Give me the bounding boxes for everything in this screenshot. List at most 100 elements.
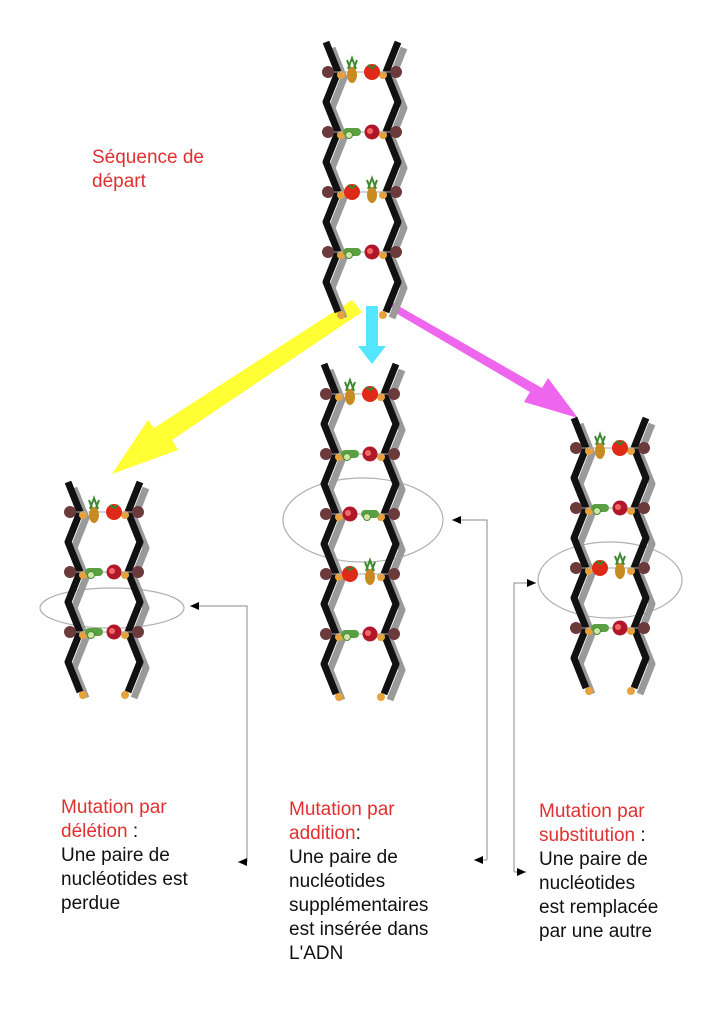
pomegranate-icon bbox=[362, 626, 378, 642]
phosphate-bead bbox=[585, 447, 593, 455]
phosphate-bead bbox=[335, 393, 343, 401]
base-anchor bbox=[132, 566, 144, 578]
phosphate-bead bbox=[79, 631, 87, 639]
pineapple-icon bbox=[344, 377, 356, 405]
phosphate-bead bbox=[379, 131, 387, 139]
phosphate-bead bbox=[377, 573, 385, 581]
phosphate-bead bbox=[377, 453, 385, 461]
substitution-caption: Mutation par substitution : Une paire de… bbox=[539, 776, 658, 968]
left-strand bbox=[322, 40, 342, 314]
base-anchor bbox=[132, 506, 144, 518]
left-strand bbox=[64, 480, 84, 694]
phosphate-bead bbox=[335, 513, 343, 521]
phosphate-bead bbox=[627, 447, 635, 455]
addition-title: Mutation par addition bbox=[289, 799, 395, 844]
pineapple-icon bbox=[614, 551, 626, 579]
base-anchor bbox=[388, 568, 400, 580]
phosphate-bead bbox=[337, 251, 345, 259]
deletion-description: Une paire de nucléotides est perdue bbox=[61, 845, 188, 914]
cucumber-icon bbox=[343, 128, 361, 139]
left-strand bbox=[320, 362, 340, 696]
right-strand bbox=[382, 40, 402, 314]
deletion-title: Mutation par délétion bbox=[61, 797, 167, 842]
base-anchor bbox=[570, 502, 582, 514]
phosphate-bead bbox=[337, 71, 345, 79]
base-anchor bbox=[390, 66, 402, 78]
phosphate-bead bbox=[379, 311, 387, 319]
pomegranate-icon bbox=[342, 506, 358, 522]
addition-caption: Mutation par addition: Une paire de nucl… bbox=[289, 774, 428, 990]
cucumber-icon bbox=[85, 568, 103, 579]
phosphate-bead bbox=[337, 311, 345, 319]
base-anchor bbox=[390, 126, 402, 138]
pomegranate-icon bbox=[612, 620, 628, 636]
base-anchor bbox=[322, 66, 334, 78]
addition-connector bbox=[452, 516, 488, 864]
base-anchor bbox=[322, 246, 334, 258]
right-strand bbox=[124, 480, 144, 694]
phosphate-bead bbox=[335, 573, 343, 581]
phosphate-bead bbox=[337, 191, 345, 199]
addition-arrow bbox=[358, 306, 386, 364]
original-dna-helix bbox=[322, 40, 408, 320]
base-anchor bbox=[322, 186, 334, 198]
start-sequence-label: Séquence de départ bbox=[92, 147, 204, 192]
tomato-icon bbox=[106, 504, 122, 520]
base-anchor bbox=[320, 568, 332, 580]
base-anchor bbox=[388, 508, 400, 520]
pomegranate-icon bbox=[364, 124, 380, 140]
tomato-icon bbox=[362, 386, 378, 402]
left-strand bbox=[570, 416, 590, 690]
pineapple-icon bbox=[88, 495, 100, 523]
base-anchor bbox=[638, 502, 650, 514]
base-anchor bbox=[322, 126, 334, 138]
phosphate-bead bbox=[377, 393, 385, 401]
phosphate-bead bbox=[335, 633, 343, 641]
tomato-icon bbox=[592, 560, 608, 576]
substitution-dna-helix bbox=[570, 416, 656, 696]
base-anchor bbox=[390, 186, 402, 198]
base-anchor bbox=[388, 448, 400, 460]
phosphate-bead bbox=[585, 507, 593, 515]
base-anchor bbox=[638, 622, 650, 634]
base-anchor bbox=[64, 506, 76, 518]
right-strand bbox=[380, 362, 400, 696]
phosphate-bead bbox=[79, 691, 87, 699]
phosphate-bead bbox=[627, 567, 635, 575]
base-anchor bbox=[320, 388, 332, 400]
cucumber-icon bbox=[361, 510, 379, 521]
cucumber-icon bbox=[85, 628, 103, 639]
pineapple-icon bbox=[366, 175, 378, 203]
base-anchor bbox=[570, 562, 582, 574]
tomato-icon bbox=[612, 440, 628, 456]
deletion-connector bbox=[190, 602, 248, 866]
substitution-description: Une paire de nucléotides est remplacée p… bbox=[539, 849, 659, 942]
pomegranate-icon bbox=[612, 500, 628, 516]
left-strand-shadow bbox=[326, 368, 346, 702]
base-anchor bbox=[388, 388, 400, 400]
cucumber-icon bbox=[591, 624, 609, 635]
deletion-caption: Mutation par délétion : Une paire de nuc… bbox=[61, 772, 188, 940]
phosphate-bead bbox=[585, 687, 593, 695]
phosphate-bead bbox=[377, 693, 385, 701]
addition-dna-helix bbox=[320, 362, 406, 702]
tomato-icon bbox=[364, 64, 380, 80]
cucumber-icon bbox=[343, 248, 361, 259]
deletion-dna-helix bbox=[64, 480, 150, 700]
base-anchor bbox=[388, 628, 400, 640]
phosphate-bead bbox=[379, 71, 387, 79]
pomegranate-icon bbox=[362, 446, 378, 462]
base-anchor bbox=[390, 246, 402, 258]
pomegranate-icon bbox=[106, 564, 122, 580]
deletion-highlight-ellipse bbox=[39, 587, 185, 629]
substitution-title: Mutation par substitution bbox=[539, 801, 645, 846]
cucumber-icon bbox=[341, 630, 359, 641]
phosphate-bead bbox=[627, 627, 635, 635]
phosphate-bead bbox=[379, 191, 387, 199]
phosphate-bead bbox=[379, 251, 387, 259]
cucumber-icon bbox=[591, 504, 609, 515]
phosphate-bead bbox=[585, 627, 593, 635]
base-anchor bbox=[320, 448, 332, 460]
pineapple-icon bbox=[594, 431, 606, 459]
